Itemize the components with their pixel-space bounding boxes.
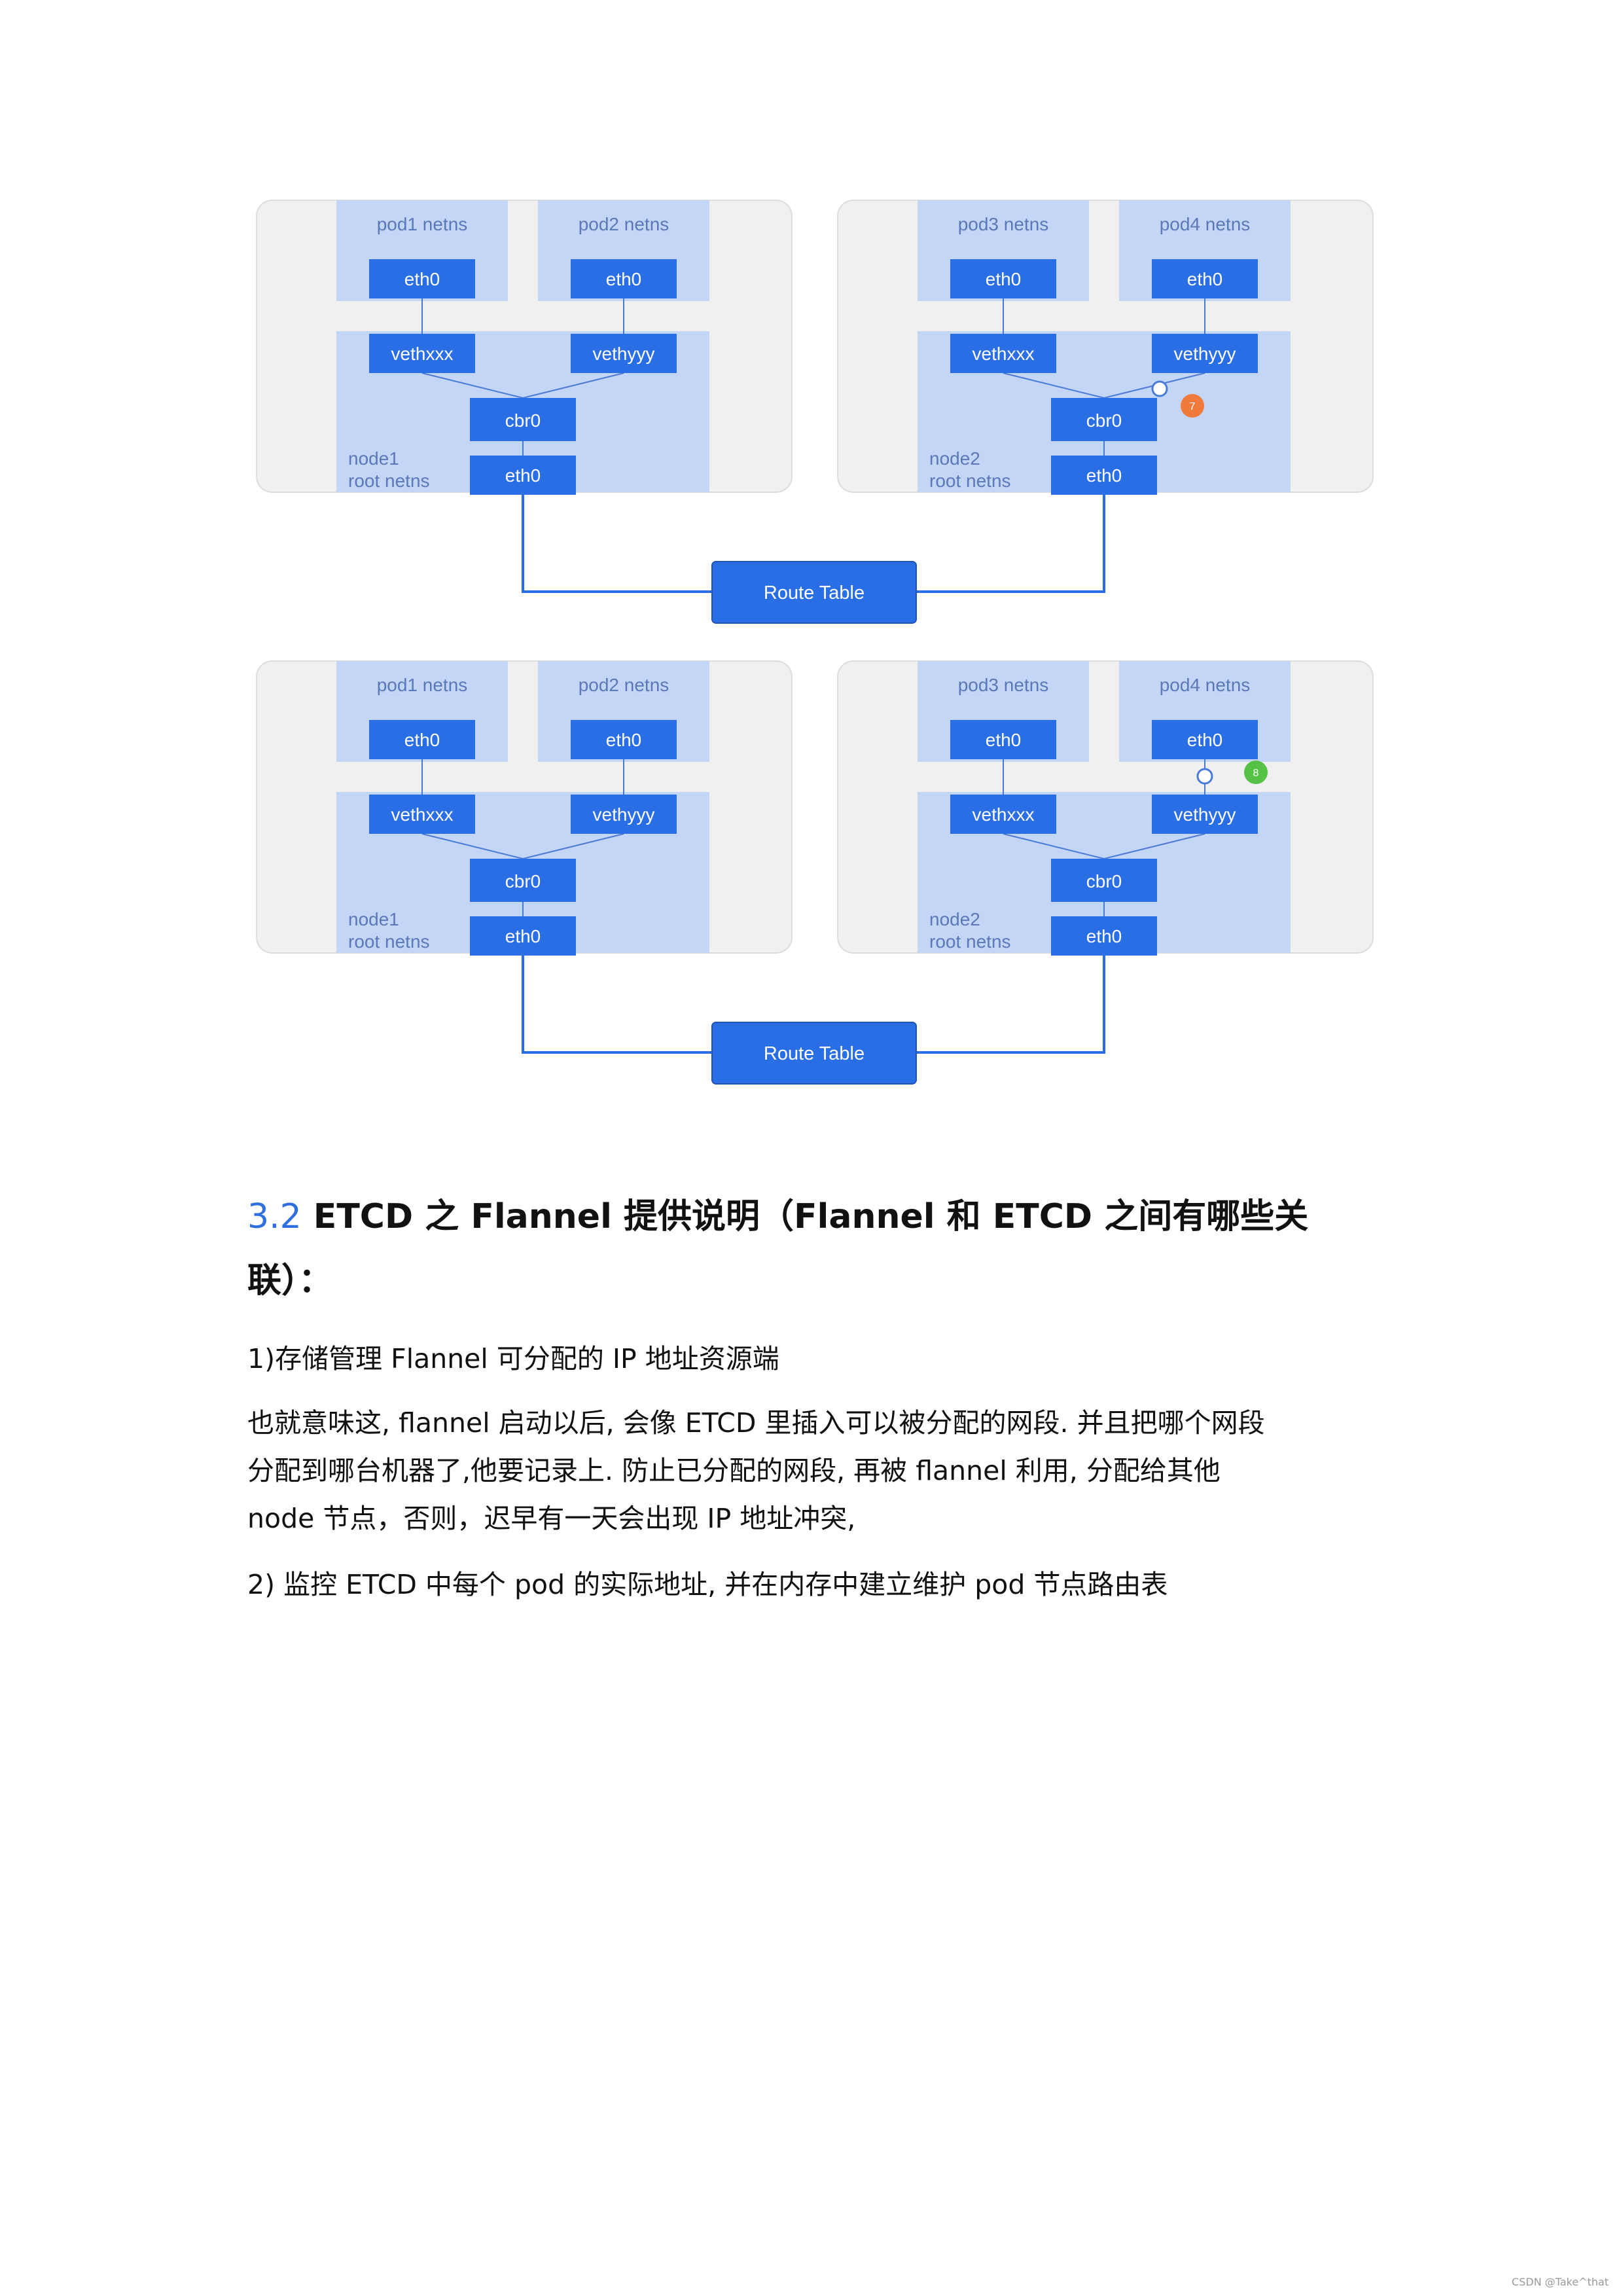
node1-root-netns-label: root netns xyxy=(348,931,430,952)
node2-vethxxx-label: vethxxx xyxy=(972,804,1035,825)
paragraph-line: 分配到哪台机器了,他要记录上. 防止已分配的网段, 再被 flannel 利用,… xyxy=(247,1455,1221,1486)
vethxxx-label: vethxxx xyxy=(391,344,454,364)
pod4-eth0-label: eth0 xyxy=(1187,269,1223,289)
pod2-eth0-label: eth0 xyxy=(606,269,642,289)
vethxxx-box xyxy=(369,795,475,834)
node2-vethyyy-box xyxy=(1152,334,1258,373)
node1-root-netns-label: root netns xyxy=(348,471,430,491)
node1-eth0-label: eth0 xyxy=(505,465,541,486)
node1-panel: pod1 netns pod2 netns eth0 eth0 vethxxx … xyxy=(256,200,793,495)
node2-vethyyy-label: vethyyy xyxy=(1174,804,1236,825)
paragraph-monitor-etcd: 2) 监控 ETCD 中每个 pod 的实际地址, 并在内存中建立维护 pod … xyxy=(247,1569,1168,1600)
pod4-eth0-label: eth0 xyxy=(1187,730,1223,750)
network-diagram-step-7: pod1 netns pod2 netns eth0 eth0 vethxxx … xyxy=(247,194,1381,635)
section-title-line1: ETCD 之 Flannel 提供说明（Flannel 和 ETCD 之间有哪些… xyxy=(301,1197,1309,1236)
node2-name-label: node2 xyxy=(929,448,980,469)
pod1-netns-label: pod1 netns xyxy=(377,675,468,695)
node2-eth0-box xyxy=(1051,456,1157,495)
vethxxx-box xyxy=(369,334,475,373)
pod1-eth0-box xyxy=(369,720,475,759)
paragraph-line: 也就意味这, flannel 启动以后, 会像 ETCD 里插入可以被分配的网段… xyxy=(247,1407,1265,1439)
pod3-netns-label: pod3 netns xyxy=(958,214,1049,234)
packet-marker xyxy=(1151,380,1168,397)
cbr0-box xyxy=(470,859,576,902)
pod1-eth0-label: eth0 xyxy=(404,730,440,750)
pod4-netns-label: pod4 netns xyxy=(1160,214,1251,234)
vethyyy-label: vethyyy xyxy=(593,804,655,825)
route-table-label: Route Table xyxy=(764,1043,865,1064)
node2-vethyyy-label: vethyyy xyxy=(1174,344,1236,364)
node2-eth0-label: eth0 xyxy=(1086,465,1122,486)
vethyyy-box xyxy=(571,795,677,834)
network-diagram-step-8: pod1 netns pod2 netns eth0 eth0 vethxxx … xyxy=(247,655,1381,1096)
node1-eth0-box xyxy=(470,916,576,956)
node1-eth0-box xyxy=(470,456,576,495)
node2-vethxxx-box xyxy=(950,334,1056,373)
node1-to-route-table-link xyxy=(522,956,712,1054)
packet-marker xyxy=(1196,768,1213,785)
pod3-eth0-label: eth0 xyxy=(986,730,1022,750)
pod3-eth0-box xyxy=(950,259,1056,298)
step-badge xyxy=(1181,394,1204,418)
section-heading: 3.2 ETCD 之 Flannel 提供说明（Flannel 和 ETCD 之… xyxy=(247,1185,1380,1313)
section-title-line2: 联）： xyxy=(247,1261,333,1300)
node2-cbr0-box xyxy=(1051,398,1157,441)
pod1-eth0-box xyxy=(369,259,475,298)
step-badge-number: 8 xyxy=(1253,768,1259,779)
pod3-eth0-box xyxy=(950,720,1056,759)
node2-vethxxx-label: vethxxx xyxy=(972,344,1035,364)
node1-to-route-table-link xyxy=(522,495,712,593)
step-badge xyxy=(1244,761,1268,784)
pod3-netns-label: pod3 netns xyxy=(958,675,1049,695)
route-table-box xyxy=(711,561,917,624)
route-table-box xyxy=(711,1022,917,1085)
paragraph-storage-management: 1)存储管理 Flannel 可分配的 IP 地址资源端 xyxy=(247,1343,779,1374)
route-table-to-node2-link xyxy=(916,956,1105,1054)
cbr0-box xyxy=(470,398,576,441)
vethyyy-label: vethyyy xyxy=(593,344,655,364)
pod2-eth0-box xyxy=(571,259,677,298)
node1-name-label: node1 xyxy=(348,448,399,469)
node2-vethxxx-box xyxy=(950,795,1056,834)
pod2-netns-label: pod2 netns xyxy=(579,675,669,695)
pod1-eth0-label: eth0 xyxy=(404,269,440,289)
pod2-eth0-label: eth0 xyxy=(606,730,642,750)
node2-cbr0-label: cbr0 xyxy=(1086,871,1122,891)
pod3-eth0-label: eth0 xyxy=(986,269,1022,289)
route-table-to-node2-link xyxy=(916,495,1105,593)
node2-cbr0-box xyxy=(1051,859,1157,902)
node2-root-netns-label: root netns xyxy=(929,471,1011,491)
node2-panel: pod3 netns pod4 netns eth0 eth0 vethxxx … xyxy=(837,200,1374,495)
pod4-eth0-box xyxy=(1152,720,1258,759)
node2-vethyyy-box xyxy=(1152,795,1258,834)
node1-name-label: node1 xyxy=(348,909,399,929)
cbr0-label: cbr0 xyxy=(505,871,541,891)
node1-panel: pod1 netns pod2 netns eth0 eth0 vethxxx … xyxy=(256,660,793,956)
paragraph-explanation: 也就意味这, flannel 启动以后, 会像 ETCD 里插入可以被分配的网段… xyxy=(247,1399,1373,1543)
section-number: 3.2 xyxy=(247,1197,302,1236)
cbr0-label: cbr0 xyxy=(505,410,541,431)
pod4-netns-label: pod4 netns xyxy=(1160,675,1251,695)
pod2-netns-label: pod2 netns xyxy=(579,214,669,234)
node1-eth0-label: eth0 xyxy=(505,926,541,946)
paragraph-line: node 节点，否则，迟早有一天会出现 IP 地址冲突, xyxy=(247,1503,856,1534)
pod2-eth0-box xyxy=(571,720,677,759)
node2-name-label: node2 xyxy=(929,909,980,929)
vethxxx-label: vethxxx xyxy=(391,804,454,825)
node2-eth0-label: eth0 xyxy=(1086,926,1122,946)
vethyyy-box xyxy=(571,334,677,373)
node2-cbr0-label: cbr0 xyxy=(1086,410,1122,431)
route-table-label: Route Table xyxy=(764,583,865,603)
pod4-eth0-box xyxy=(1152,259,1258,298)
step-badge-number: 7 xyxy=(1190,401,1196,412)
node2-eth0-box xyxy=(1051,916,1157,956)
pod1-netns-label: pod1 netns xyxy=(377,214,468,234)
node2-panel: pod3 netns pod4 netns eth0 eth0 vethxxx … xyxy=(837,660,1374,956)
csdn-watermark: CSDN @Take^that xyxy=(1511,2276,1609,2288)
node2-root-netns-label: root netns xyxy=(929,931,1011,952)
